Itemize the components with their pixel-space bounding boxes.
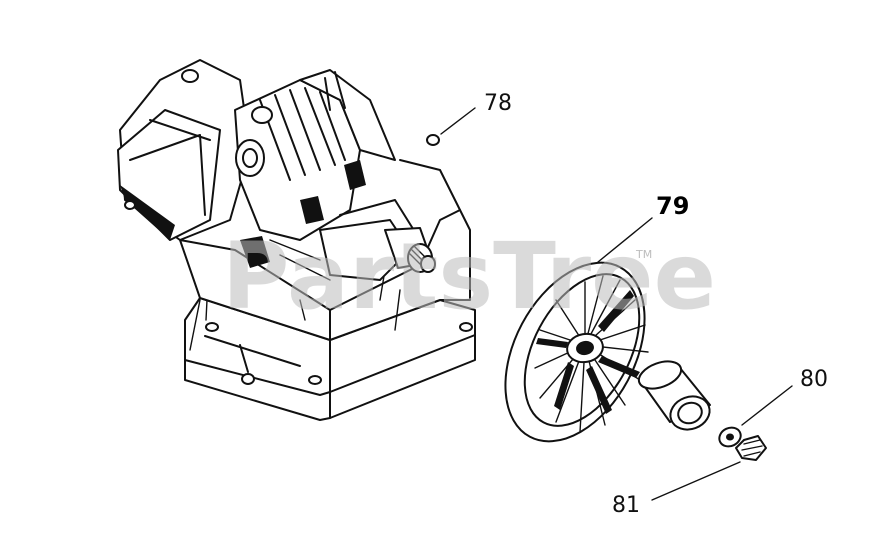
watermark-tm: TM xyxy=(635,248,652,261)
callout-81: 81 xyxy=(612,493,640,518)
watermark-text: PartsTree xyxy=(222,223,716,330)
part-80-washer xyxy=(718,385,793,448)
part-79-flywheel xyxy=(504,217,653,443)
part-78-key xyxy=(426,107,476,146)
callout-78: 78 xyxy=(484,91,512,116)
part-81-nut xyxy=(651,435,767,501)
part-cup-spacer xyxy=(637,360,711,431)
callout-79: 79 xyxy=(656,192,689,220)
callout-80: 80 xyxy=(800,367,828,392)
engine-assembly xyxy=(117,59,476,421)
